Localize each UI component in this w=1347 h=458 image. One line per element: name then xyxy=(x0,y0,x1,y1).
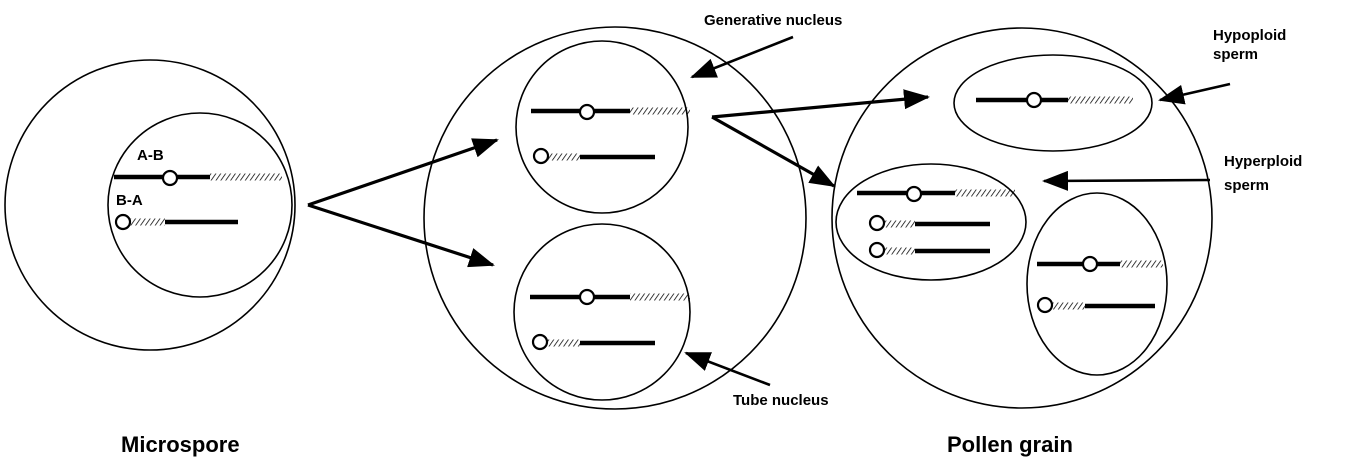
vegetative-nucleus xyxy=(1026,192,1168,376)
vegetative-chromosome-ab xyxy=(1037,255,1163,273)
tube-chromosome-ba xyxy=(531,333,655,351)
arrow-to-hypoploid xyxy=(711,89,930,119)
division-arrows-1 xyxy=(307,138,499,268)
chromosome-label-ab: A-B xyxy=(137,147,164,164)
microspore-caption: Microspore xyxy=(121,432,240,457)
arrow-to-generative xyxy=(307,138,499,207)
hyperploid-pointer xyxy=(1042,170,1211,191)
chromosome-ba xyxy=(114,213,238,231)
generative-chromosome-ba xyxy=(532,147,655,165)
hyperploid-label-line2: sperm xyxy=(1224,177,1269,194)
tube-nucleus xyxy=(513,223,691,401)
tube-chromosome-ab xyxy=(530,288,690,306)
microspore-cell: A-B B-A xyxy=(4,59,296,351)
pollen-grain-outline xyxy=(831,27,1213,409)
hyperploid-label-line1: Hyperploid xyxy=(1224,153,1302,170)
hypoploid-pointer xyxy=(1158,82,1231,105)
microspore-outline xyxy=(4,59,296,351)
tube-nucleus-label: Tube nucleus xyxy=(733,392,829,409)
hyperploid-chromosome-ba-2 xyxy=(868,241,990,259)
chromosome-ab xyxy=(114,169,282,187)
binucleate-cell xyxy=(423,26,807,410)
microspore-nucleus xyxy=(107,112,293,298)
binucleate-outline xyxy=(423,26,807,410)
hypoploid-sperm-nucleus xyxy=(953,54,1153,152)
hyperploid-sperm-nucleus xyxy=(835,163,1027,281)
hypoploid-label-line1: Hypoploid xyxy=(1213,27,1286,44)
arrow-to-hyperploid xyxy=(711,115,836,188)
vegetative-chromosome-ba xyxy=(1036,296,1155,314)
chromosome-label-ba: B-A xyxy=(116,192,143,209)
generative-nucleus xyxy=(515,40,689,214)
division-arrows-2 xyxy=(711,89,930,188)
generative-nucleus-pointer xyxy=(690,35,794,79)
pollen-grain-caption: Pollen grain xyxy=(947,432,1073,457)
generative-chromosome-ab xyxy=(531,103,690,121)
arrow-to-tube xyxy=(307,203,495,268)
hypoploid-label-line2: sperm xyxy=(1213,46,1258,63)
tube-nucleus-pointer xyxy=(684,351,771,387)
pollen-grain-cell xyxy=(831,27,1213,409)
generative-nucleus-label: Generative nucleus xyxy=(704,12,842,29)
hyperploid-chromosome-ba-1 xyxy=(868,214,990,232)
hyperploid-chromosome-ab xyxy=(857,185,1015,203)
hypoploid-chromosome xyxy=(976,91,1133,109)
